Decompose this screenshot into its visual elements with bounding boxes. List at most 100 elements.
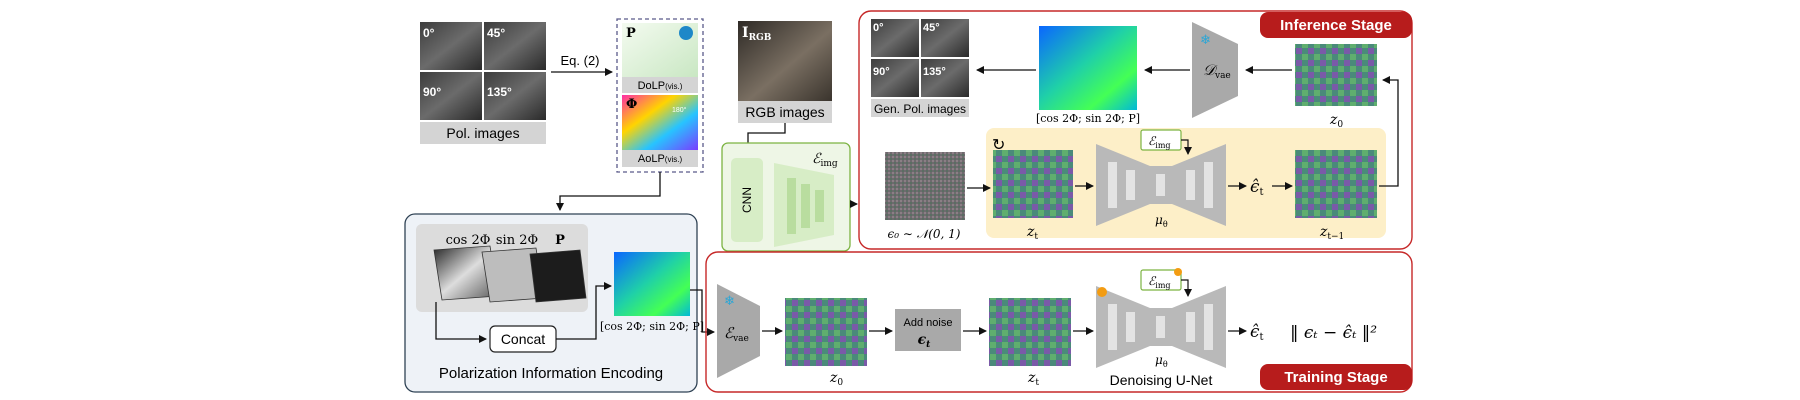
training-unet-layer-3 <box>1156 316 1165 338</box>
vae-encoder-symbol: ℰvae <box>724 324 749 344</box>
gen-pol-image-45 <box>921 19 969 57</box>
gen-angle-0: 0° <box>873 22 884 34</box>
training-unet-layer-2 <box>1126 312 1135 342</box>
gen-caption: Gen. Pol. images <box>874 102 966 116</box>
concat-label: Concat <box>501 331 545 347</box>
decoded-caption: [cos 2Φ; sin 2Φ; P] <box>1036 112 1140 125</box>
training-eps-hat: ϵ̂t <box>1250 322 1264 343</box>
training-cond-symbol: ℰimg <box>1148 274 1171 290</box>
pol-image-135 <box>484 72 546 120</box>
training-unet-layer-1 <box>1108 304 1117 350</box>
inference-unet-symbol: μθ <box>1155 213 1168 229</box>
add-noise-label: Add noise <box>904 317 953 329</box>
pol-angle-135: 135° <box>487 85 512 99</box>
arrow-maps-to-encoding <box>556 172 661 211</box>
aolp-image <box>622 95 698 150</box>
encoded-caption: [cos 2Φ; sin 2Φ; P] <box>600 320 704 333</box>
noise-image <box>885 152 965 220</box>
gen-caption-bg <box>871 99 969 117</box>
arrow-rgb-to-encoder <box>744 123 786 152</box>
aolp-phi-symbol: Φ <box>626 97 637 112</box>
colorbar-icon <box>679 26 693 40</box>
inference-tag <box>1260 12 1412 38</box>
image-encoder-symbol: ℰimg <box>812 151 838 169</box>
add-noise-symbol: ϵt <box>918 332 932 350</box>
gen-pol-image-90 <box>871 59 919 97</box>
add-noise-block <box>895 309 961 351</box>
inference-eps-hat: ϵ̂t <box>1250 177 1264 198</box>
cnn-label: CNN <box>740 187 754 213</box>
arrow-train-cond-to-unet <box>1181 279 1192 297</box>
training-title: Training Stage <box>1284 369 1387 386</box>
rgb-image <box>738 21 832 101</box>
inference-cond-symbol: ℰimg <box>1148 134 1171 150</box>
cnn-block <box>731 158 763 242</box>
zt1-latent-image <box>1295 150 1377 218</box>
vae-decoder-block <box>1192 22 1238 118</box>
aolp-angle-tag: 180° <box>672 106 687 114</box>
dolp-p-symbol: P <box>626 26 636 41</box>
train-zt-label: zt <box>1027 370 1039 388</box>
arrow-concat-to-output <box>556 282 612 340</box>
decoded-pol-maps <box>1039 26 1137 110</box>
pol-images-caption-bg <box>420 122 546 144</box>
aolp-caption-bg <box>622 150 698 167</box>
pol-angle-90: 90° <box>423 85 441 99</box>
training-unet-layer-4 <box>1186 312 1195 342</box>
vae-decoder-symbol: 𝒟vae <box>1203 61 1231 81</box>
pol-angle-0: 0° <box>423 26 435 40</box>
arrow-zt1-to-z0 <box>1379 76 1399 187</box>
pol-image-0 <box>420 22 482 70</box>
train-z0-label: z0 <box>829 370 843 388</box>
p-label: P <box>555 233 565 248</box>
zt1-label: zt−1 <box>1319 224 1344 242</box>
dolp-caption: DoLP(vis.) <box>638 80 683 92</box>
cos-label: cos 2Φ <box>446 233 491 248</box>
gen-angle-135: 135° <box>923 66 946 78</box>
dolp-aolp-box: P DoLP(vis.) Φ 180° AoLP(vis.) <box>616 18 704 173</box>
inference-unet-layer-1 <box>1108 162 1117 208</box>
training-border <box>705 251 1413 393</box>
training-unet-layer-5 <box>1204 304 1213 350</box>
rgb-symbol: IRGB <box>742 25 772 43</box>
aolp-caption: AoLP(vis.) <box>638 153 683 165</box>
rgb-caption-bg <box>738 101 832 123</box>
rgb-caption: RGB images <box>745 104 824 120</box>
training-unet-symbol: μθ <box>1155 353 1168 369</box>
inference-unet-layer-2 <box>1126 170 1135 200</box>
pol-image-45 <box>484 22 546 70</box>
zt-latent-image <box>993 150 1073 218</box>
frozen-snowflake-icon: ❄ <box>1200 32 1211 47</box>
zt-label: zt <box>1026 224 1038 242</box>
inference-title: Inference Stage <box>1280 17 1392 34</box>
training-unet-label: Denoising U-Net <box>1110 372 1213 388</box>
gen-angle-45: 45° <box>923 22 940 34</box>
training-stage: Training Stage ❄ ℰvae z0 Add noise ϵt zt… <box>705 251 1413 393</box>
encoder-layer-1 <box>787 178 796 234</box>
vae-encoder-block <box>717 284 760 378</box>
inference-unet-layer-4 <box>1186 170 1195 200</box>
inference-stage: Inference Stage 0° 45° 90° 135° Gen. Pol… <box>858 10 1413 250</box>
inference-unet-layer-3 <box>1156 174 1165 196</box>
dolp-caption-bg <box>622 77 698 93</box>
training-tag <box>1260 364 1412 390</box>
pol-image-90 <box>420 72 482 120</box>
inference-border <box>858 10 1413 250</box>
image-encoder-panel: ℰimg CNN <box>721 142 851 252</box>
inference-unet-layer-5 <box>1204 162 1213 208</box>
pol-images-grid: 0° 45° 90° 135° Pol. images <box>420 22 546 144</box>
z0-label: z0 <box>1329 112 1343 130</box>
rgb-image-group: IRGB RGB images <box>738 21 832 123</box>
arrow-maps-to-concat <box>435 302 487 343</box>
train-z0-latent <box>785 298 867 366</box>
encoding-title: Polarization Information Encoding <box>439 365 663 382</box>
encoding-panel: cos 2Φ sin 2Φ P Concat [cos 2Φ; sin 2Φ; … <box>404 213 704 393</box>
equation-ref: Eq. (2) <box>560 53 599 68</box>
pol-angle-45: 45° <box>487 26 505 40</box>
encoder-snowflake-icon: ❄ <box>724 293 735 308</box>
arrow-encoding-to-training <box>690 289 715 336</box>
arrow-cond-to-unet <box>1181 139 1192 155</box>
gen-angle-90: 90° <box>873 66 890 78</box>
noise-caption: ϵ₀ ∼ 𝒩(0, 1) <box>888 227 961 241</box>
